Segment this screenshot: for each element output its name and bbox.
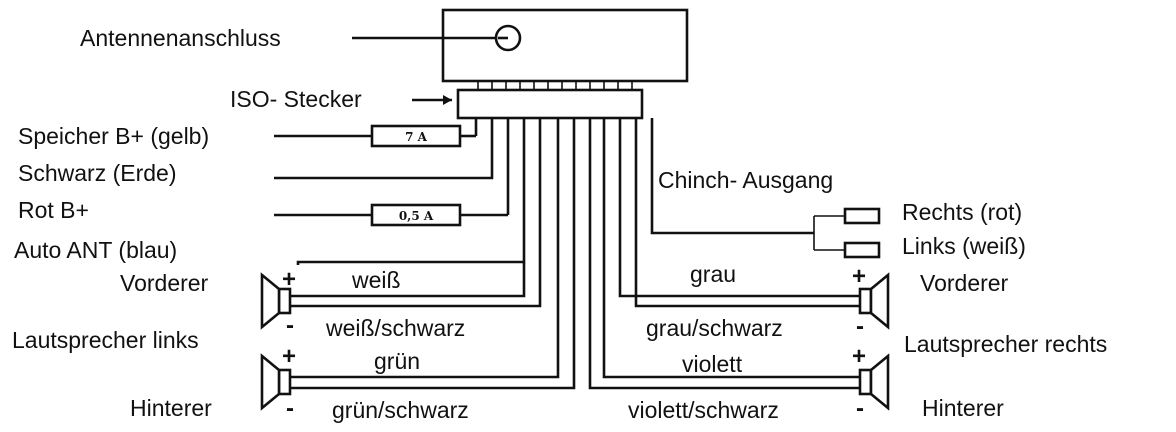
- iso-connector: [456, 88, 644, 120]
- wire-label-white-black: weiß/schwarz: [325, 315, 465, 341]
- polarity-plus-front-left: +: [282, 266, 296, 293]
- wire-label-green: grün: [374, 348, 420, 374]
- fuse-ignition: 0,5 A: [370, 203, 462, 227]
- wire-label-green-black: grün/schwarz: [332, 397, 469, 423]
- radio-unit: [441, 8, 689, 90]
- label-auto-ant: Auto ANT (blau): [14, 237, 177, 263]
- polarity-minus-front-left: -: [286, 312, 294, 339]
- rca-right-plug: [843, 207, 881, 225]
- speaker-front-right-icon: [858, 272, 890, 330]
- label-cinch: Chinch- Ausgang: [658, 167, 833, 193]
- speaker-front-left-icon: [260, 272, 292, 330]
- label-speaker-right: Lautsprecher rechts: [904, 331, 1107, 357]
- label-front-right: Vorderer: [920, 270, 1009, 296]
- rca-left-plug: [843, 241, 881, 259]
- label-rca-right: Rechts (rot): [902, 199, 1022, 225]
- wire-label-white: weiß: [351, 267, 401, 293]
- label-speaker-left: Lautsprecher links: [12, 327, 199, 353]
- polarity-plus-rear-left: +: [282, 343, 296, 370]
- label-ignition: Rot B+: [18, 197, 89, 223]
- connector-pins: [477, 81, 633, 90]
- svg-text:0,5 A: 0,5 A: [399, 209, 434, 223]
- label-ground: Schwarz (Erde): [18, 160, 176, 186]
- label-antenna: Antennenanschluss: [80, 25, 281, 51]
- wire-label-grey-black: grau/schwarz: [646, 315, 783, 341]
- wire-label-grey: grau: [690, 261, 736, 287]
- polarity-plus-front-right: +: [852, 263, 866, 290]
- svg-text:7 A: 7 A: [405, 130, 428, 144]
- wire-label-violet: violett: [682, 351, 743, 377]
- label-rear-left: Hinterer: [130, 395, 212, 421]
- polarity-minus-rear-right: -: [856, 395, 864, 422]
- fuse-memory: 7 A: [370, 124, 462, 148]
- wire-label-violet-black: violett/schwarz: [628, 397, 779, 423]
- label-memory: Speicher B+ (gelb): [18, 123, 209, 149]
- label-iso: ISO- Stecker: [230, 86, 362, 112]
- polarity-plus-rear-right: +: [852, 343, 866, 370]
- polarity-minus-front-right: -: [856, 313, 864, 340]
- label-front-left: Vorderer: [120, 270, 209, 296]
- wire-harness: [274, 36, 860, 390]
- label-rear-right: Hinterer: [922, 395, 1004, 421]
- polarity-minus-rear-left: -: [286, 395, 294, 422]
- speaker-rear-left-icon: [260, 353, 292, 411]
- speaker-rear-right-icon: [858, 353, 890, 411]
- label-rca-left: Links (weiß): [902, 233, 1026, 259]
